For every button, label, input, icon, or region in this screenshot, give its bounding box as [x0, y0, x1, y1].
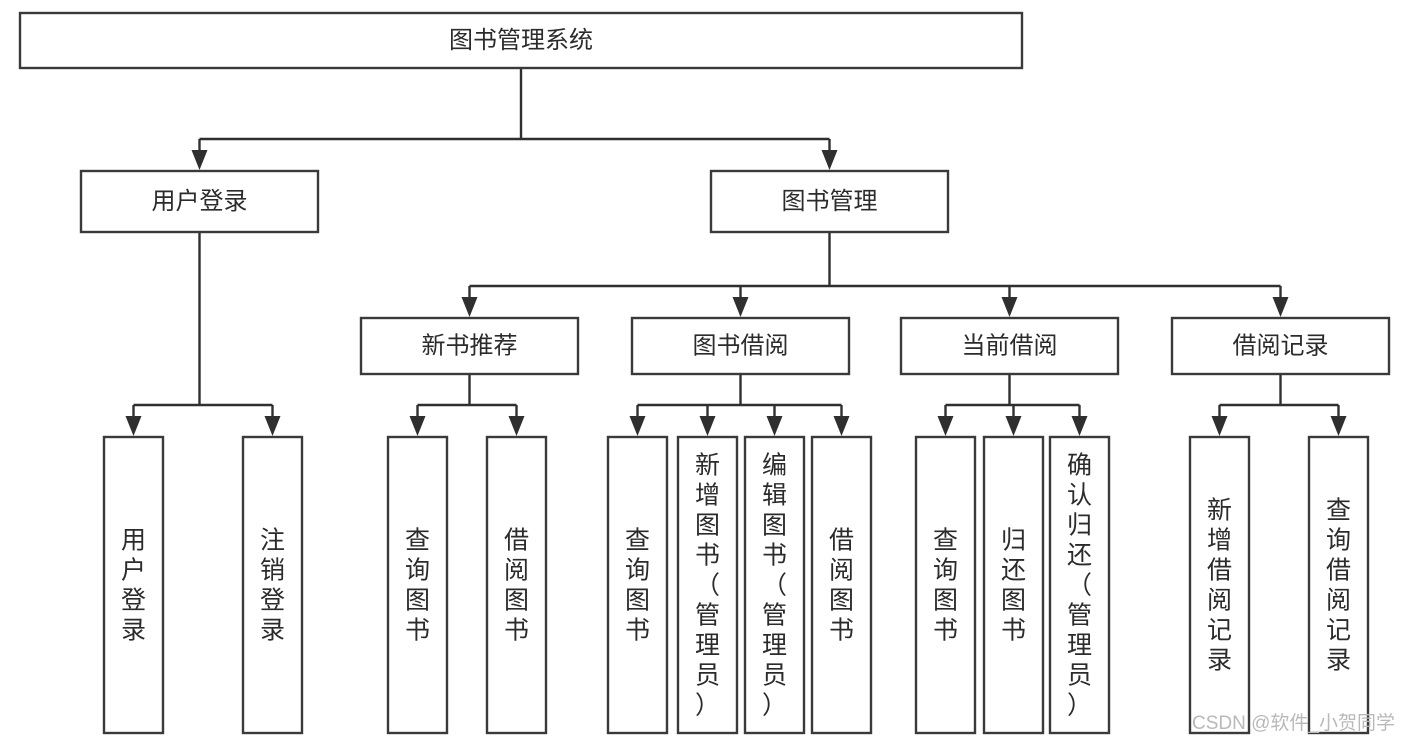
arrow-head-icon [264, 416, 281, 436]
node-box-leaf-add-book [676, 435, 739, 735]
node-box-leaf-add-record [1188, 435, 1251, 735]
node-label-leaf-query-book-rec: 查询图书 [405, 526, 430, 644]
edge-group-new-book-rec [409, 374, 525, 436]
arrow-head-icon [191, 150, 208, 170]
node-leaf-borrow-book-brw[interactable]: 借阅图书 [810, 435, 873, 735]
node-label-leaf-borrow-book-rec: 借阅图书 [504, 526, 529, 644]
node-box-borrow-record [1170, 316, 1391, 376]
node-leaf-query-record[interactable]: 查询借阅记录 [1307, 435, 1370, 735]
node-box-leaf-user-logout [241, 435, 304, 735]
node-leaf-edit-book[interactable]: 编辑图书（管理员） [743, 435, 806, 735]
node-label-new-book-rec: 新书推荐 [422, 332, 518, 359]
node-label-current-borrow: 当前借阅 [962, 332, 1058, 359]
node-label-leaf-edit-book: 编辑图书（管理员） [762, 451, 787, 719]
node-leaf-borrow-book-rec[interactable]: 借阅图书 [485, 435, 548, 735]
node-label-leaf-return-book: 归还图书 [1001, 526, 1026, 644]
arrow-head-icon [1272, 297, 1289, 317]
node-book-borrow[interactable]: 图书借阅 [630, 316, 851, 376]
node-leaf-confirm-return[interactable]: 确认归还（管理员） [1048, 435, 1111, 735]
node-box-leaf-query-book-brw [606, 435, 669, 735]
arrow-head-icon [461, 297, 478, 317]
node-leaf-user-login[interactable]: 用户登录 [102, 435, 165, 735]
node-box-leaf-edit-book [743, 435, 806, 735]
arrow-head-icon [766, 416, 783, 436]
arrow-head-icon [1211, 416, 1228, 436]
node-box-book-borrow [630, 316, 851, 376]
edge-group-borrow-record [1211, 374, 1347, 436]
node-box-leaf-borrow-book-brw [810, 435, 873, 735]
node-leaf-query-book-rec[interactable]: 查询图书 [386, 435, 449, 735]
node-label-user-login: 用户登录 [152, 188, 248, 215]
node-box-leaf-return-book [982, 435, 1045, 735]
node-new-book-rec[interactable]: 新书推荐 [359, 316, 580, 376]
edge-group-book-borrow [629, 374, 850, 436]
node-box-book-manage [709, 169, 950, 234]
node-current-borrow[interactable]: 当前借阅 [899, 316, 1120, 376]
node-box-root [18, 11, 1024, 70]
node-user-login[interactable]: 用户登录 [79, 169, 320, 234]
node-label-book-borrow: 图书借阅 [693, 332, 789, 359]
node-label-root: 图书管理系统 [449, 27, 593, 54]
arrow-head-icon [508, 416, 525, 436]
node-leaf-user-logout[interactable]: 注销登录 [241, 435, 304, 735]
node-label-leaf-add-record: 新增借阅记录 [1207, 496, 1232, 674]
arrow-head-icon [732, 297, 749, 317]
arrow-head-icon [409, 416, 426, 436]
node-leaf-query-book-cur[interactable]: 查询图书 [914, 435, 977, 735]
edge-group-root [191, 68, 838, 170]
node-label-leaf-confirm-return: 确认归还（管理员） [1067, 451, 1092, 719]
edge-group-book-manage [461, 232, 1289, 317]
node-box-user-login [79, 169, 320, 234]
arrow-head-icon [125, 416, 142, 436]
node-label-leaf-borrow-book-brw: 借阅图书 [829, 526, 854, 644]
arrow-head-icon [1071, 416, 1088, 436]
node-leaf-query-book-brw[interactable]: 查询图书 [606, 435, 669, 735]
node-leaf-add-book[interactable]: 新增图书（管理员） [676, 435, 739, 735]
node-label-leaf-query-book-brw: 查询图书 [625, 526, 650, 644]
node-book-manage[interactable]: 图书管理 [709, 169, 950, 234]
arrow-head-icon [821, 150, 838, 170]
edges-layer [125, 68, 1347, 436]
node-box-leaf-query-book-cur [914, 435, 977, 735]
node-label-borrow-record: 借阅记录 [1233, 332, 1329, 359]
nodes-layer: 图书管理系统用户登录图书管理新书推荐图书借阅当前借阅借阅记录用户登录注销登录查询… [18, 11, 1391, 735]
node-label-leaf-query-record: 查询借阅记录 [1326, 496, 1351, 674]
csdn-watermark: CSDN @软件_小贺同学 [1192, 712, 1395, 734]
node-label-leaf-user-login: 用户登录 [121, 526, 146, 644]
arrow-head-icon [1005, 416, 1022, 436]
node-box-leaf-user-login [102, 435, 165, 735]
arrow-head-icon [833, 416, 850, 436]
arrow-head-icon [1330, 416, 1347, 436]
node-leaf-add-record[interactable]: 新增借阅记录 [1188, 435, 1251, 735]
node-box-current-borrow [899, 316, 1120, 376]
arrow-head-icon [629, 416, 646, 436]
edge-group-current-borrow [937, 374, 1088, 436]
node-box-leaf-query-book-rec [386, 435, 449, 735]
node-box-leaf-query-record [1307, 435, 1370, 735]
arrow-head-icon [937, 416, 954, 436]
arrow-head-icon [1001, 297, 1018, 317]
node-label-leaf-query-book-cur: 查询图书 [933, 526, 958, 644]
node-box-new-book-rec [359, 316, 580, 376]
node-label-leaf-user-logout: 注销登录 [260, 526, 285, 644]
node-label-leaf-add-book: 新增图书（管理员） [695, 451, 720, 719]
node-root[interactable]: 图书管理系统 [18, 11, 1024, 70]
node-box-leaf-confirm-return [1048, 435, 1111, 735]
edge-group-user-login [125, 232, 281, 436]
node-box-leaf-borrow-book-rec [485, 435, 548, 735]
arrow-head-icon [699, 416, 716, 436]
node-label-book-manage: 图书管理 [782, 188, 878, 215]
node-leaf-return-book[interactable]: 归还图书 [982, 435, 1045, 735]
node-borrow-record[interactable]: 借阅记录 [1170, 316, 1391, 376]
